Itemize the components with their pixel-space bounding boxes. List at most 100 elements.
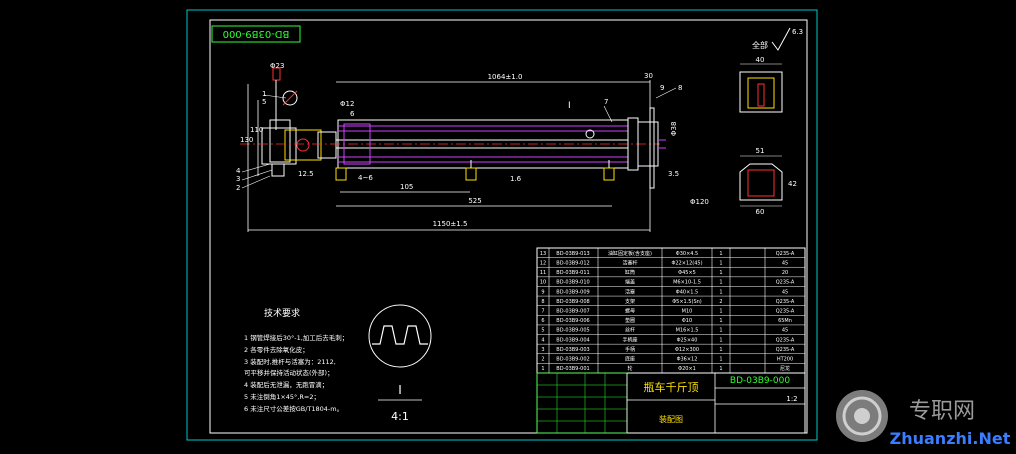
bom-cell: 1 (719, 337, 722, 343)
dim-130: 130 (240, 136, 253, 144)
bom-cell: HT200 (777, 357, 793, 363)
cylinder-left-cap (343, 123, 371, 165)
notes-lines: 1 钢管焊接后30°-1,加工后去毛刺； 2 各零件去除氧化皮； 3 装配时,推… (244, 333, 348, 413)
bom-cell: Φ20×1 (678, 366, 696, 372)
bom-cell: Φ22×12(45) (671, 260, 702, 266)
bom-cell: BD-03B9-008 (556, 299, 589, 305)
callout-1: 1 (262, 90, 266, 98)
detail-scale: 4:1 (391, 410, 409, 423)
bom-cell: 轮 (627, 365, 632, 372)
bom-cell: BD-03B9-005 (556, 328, 589, 334)
bom-cell: BD-03B9-012 (556, 260, 589, 266)
bom-cell: M10 (682, 309, 693, 315)
drawing-code: BD-03B9-000 (730, 376, 790, 386)
bom-cell: 45 (782, 289, 788, 295)
bom-cell: 9 (541, 289, 544, 295)
dim-4-6: 4~6 (358, 174, 373, 182)
pump-body (284, 129, 322, 161)
leader-2 (241, 175, 271, 189)
support-left (335, 167, 347, 181)
roughness-symbol-icon (771, 27, 791, 51)
bom-cell: BD-03B9-010 (556, 280, 589, 286)
outer-border (186, 9, 818, 441)
watermark-text: 专职网 (909, 399, 975, 424)
detail-label: I (398, 383, 402, 397)
bom-cell: Φ5×1.5(Sn) (672, 299, 702, 305)
bom-cell: 8 (541, 299, 544, 305)
bom-cell: 65Mn (778, 318, 792, 324)
side-dim-40: 40 (756, 56, 765, 64)
end-plate (649, 107, 655, 189)
bom-cell: 1 (719, 347, 722, 353)
callout-5: 5 (262, 98, 266, 106)
pivot-circle (282, 90, 298, 106)
handle-block (269, 119, 291, 163)
bom-cell: 7 (541, 309, 544, 315)
drawing-scale: 1:2 (786, 395, 797, 403)
bom-cell: 45 (782, 328, 788, 334)
main-view: Φ23 1064±1.0 30 130 110 12.5 4~6 105 1.6… (236, 62, 709, 232)
note-line-1: 1 钢管焊接后30°-1,加工后去毛刺； (244, 333, 348, 342)
note-line-3: 3 装配时,推杆与活塞为：2112, (244, 357, 336, 366)
support-right (603, 167, 615, 181)
side-view-top: 40 (739, 56, 783, 113)
bom-cell: BD-03B9-006 (556, 318, 589, 324)
bom-cell: BD-03B9-009 (556, 289, 589, 295)
dim-d12: Φ12 (340, 100, 354, 108)
bom-cell: 1 (719, 318, 722, 324)
bom-cell: Φ45×5 (678, 270, 696, 276)
dim-12-5: 12.5 (298, 170, 314, 178)
detail-view-I (368, 304, 432, 401)
dim-d23: Φ23 (270, 62, 284, 70)
pump-nut (317, 131, 337, 159)
side-dim-51: 51 (756, 147, 765, 155)
support-mid (465, 167, 477, 181)
bom-cell: 1 (719, 366, 722, 372)
bom-cell: 13 (540, 251, 546, 257)
bom-cell: 1 (719, 328, 722, 334)
bom-cell: 1 (719, 309, 722, 315)
bom-cell: 1 (719, 260, 722, 266)
surface-mark-label: 全部 (752, 40, 768, 50)
foot-left (271, 163, 285, 177)
code-stamp: BD-03B9-000 (223, 28, 290, 39)
bom-cell: BD-03B9-002 (556, 357, 589, 363)
note-line-4: 可平移并保持活动状态(外部)； (244, 368, 334, 377)
bom-cell: 支架 (625, 298, 635, 305)
dim-525: 525 (468, 197, 481, 205)
bom-cell: 11 (540, 270, 546, 276)
dim-1150: 1150±1.5 (433, 220, 468, 228)
bom-cell: Q235-A (776, 299, 795, 305)
bom-cell: BD-03B9-011 (556, 270, 589, 276)
roughness-value: 6.3 (792, 28, 803, 36)
bom-cell: Q235-A (776, 337, 795, 343)
notes-heading: 技术要求 (264, 307, 300, 319)
bom-cell: Q235-A (776, 280, 795, 286)
code-stamp-box (211, 25, 301, 43)
bom-cell: 2 (541, 357, 544, 363)
signature-grid (537, 373, 627, 433)
dim-d38: Φ38 (670, 122, 678, 136)
bom-cell: 1 (719, 357, 722, 363)
callout-9: 9 (660, 84, 664, 92)
bom-cell: 活塞杆 (622, 259, 637, 266)
bom-cell: BD-03B9-013 (556, 251, 589, 257)
watermark: 专职网 Zhuanzhi.Net (832, 388, 1012, 450)
bom-cell: Q235-A (776, 347, 795, 353)
bom-cell: 20 (782, 270, 788, 276)
dim-3-5: 3.5 (668, 170, 679, 178)
callout-3: 3 (236, 175, 240, 183)
bom-cell: BD-03B9-003 (556, 347, 589, 353)
bom-cell: 活塞 (625, 288, 635, 295)
bom-cell: Q235-A (776, 251, 795, 257)
drawing-title: 瓶车千斤顶 (644, 380, 699, 394)
bom-cell: 尼龙 (780, 365, 790, 372)
bom-cell: 12 (540, 260, 546, 266)
bom-cell: 底座 (625, 356, 635, 363)
bom-cell: 4 (541, 337, 544, 343)
bom-cell: Φ12×300 (675, 347, 699, 353)
bom-cell: 1 (719, 289, 722, 295)
section-mark-I: I (568, 101, 571, 111)
